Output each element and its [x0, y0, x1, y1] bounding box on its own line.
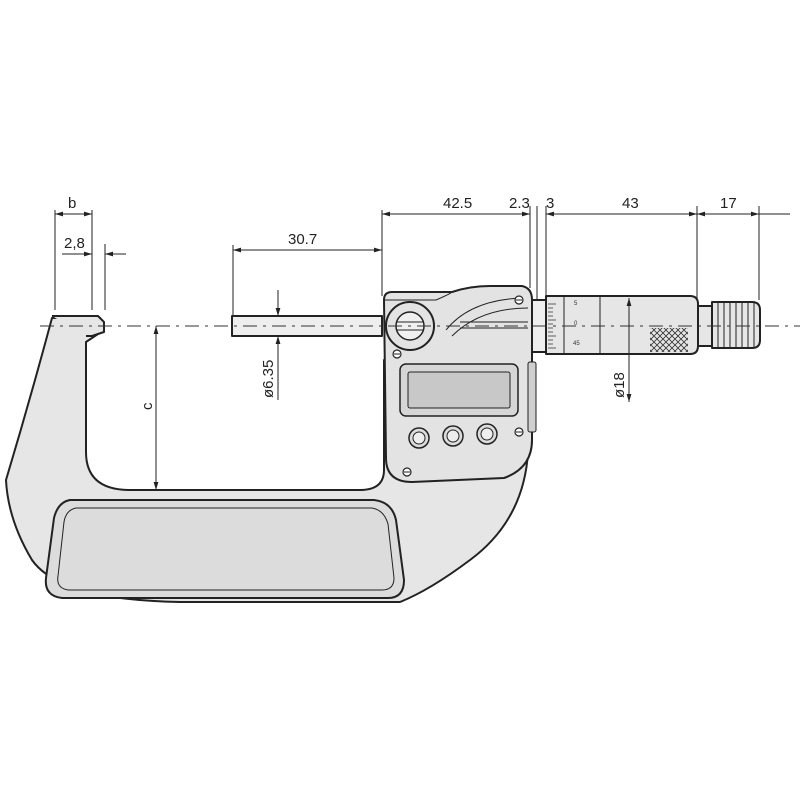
dim-label-b: b	[68, 195, 76, 212]
thimble-bevel	[563, 296, 601, 354]
mode-button[interactable]	[442, 425, 464, 447]
lock-lever	[396, 321, 424, 331]
dim-label-43: 43	[622, 195, 639, 212]
thimble-scale-mark: 45	[573, 341, 580, 347]
dim-label-42-5: 42.5	[443, 195, 472, 212]
dim-label-17: 17	[720, 195, 737, 212]
head-groove	[445, 297, 529, 337]
dim-label-6-35: ø6.35	[260, 360, 277, 398]
dim-label-2-8: 2,8	[64, 235, 85, 252]
screw-icon	[392, 349, 402, 359]
dim-label-3: 3	[546, 195, 554, 212]
screw-icon	[514, 295, 524, 305]
dim-label-18: ø18	[611, 372, 628, 398]
hold-button[interactable]	[476, 423, 498, 445]
head-groove-lines	[460, 321, 528, 329]
thimble-knurl	[650, 328, 688, 352]
thimble-scale-ticks	[548, 303, 556, 349]
thimble-scale-mark: 0	[574, 321, 578, 327]
dim-label-2-3: 2.3	[509, 195, 530, 212]
lcd-display	[407, 371, 511, 409]
dim-label-30-7: 30.7	[288, 231, 317, 248]
thimble-scale-mark: 5	[574, 301, 578, 307]
grip-inner-edge	[57, 507, 395, 591]
screw-icon	[402, 467, 412, 477]
head-collar	[384, 291, 453, 301]
ratchet-ridges	[717, 302, 755, 348]
battery-cover	[527, 361, 537, 433]
screw-icon	[514, 427, 524, 437]
origin-button[interactable]	[408, 427, 430, 449]
insulation-grip	[44, 499, 405, 599]
dim-label-c: c	[139, 402, 156, 410]
